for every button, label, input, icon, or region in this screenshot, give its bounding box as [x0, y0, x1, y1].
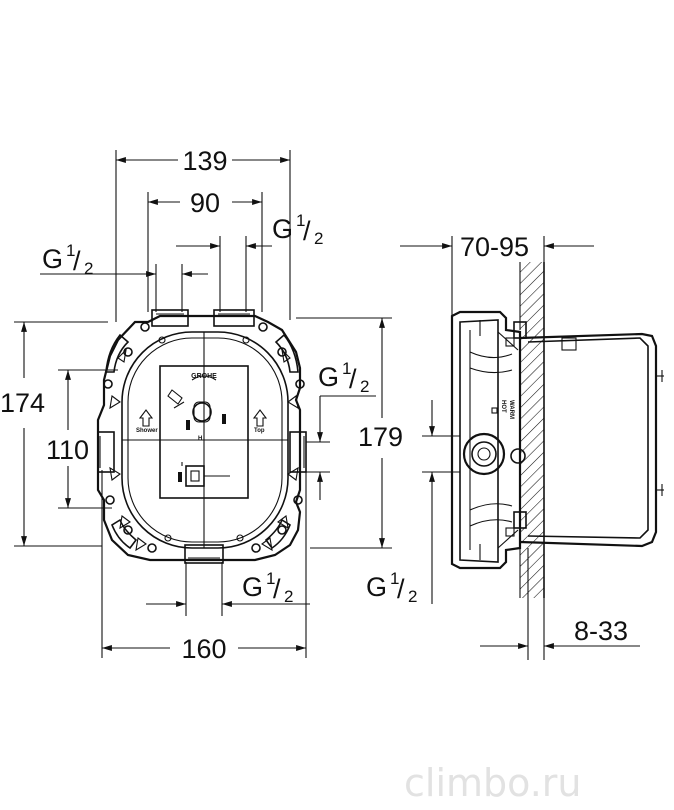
thread-label-bottom: G 1 / 2	[242, 569, 293, 606]
svg-text:/: /	[397, 574, 405, 604]
svg-text:/: /	[349, 364, 357, 394]
dim-side-wall: 8-33	[574, 616, 628, 646]
top-port-left	[151, 309, 189, 327]
dim-side-depth: 70-95	[460, 232, 529, 262]
svg-text:/: /	[273, 574, 281, 604]
svg-text:G: G	[366, 572, 387, 602]
dim-inner-width: 90	[190, 188, 220, 218]
left-port	[97, 431, 115, 473]
right-port	[289, 431, 307, 473]
svg-text:HOT: HOT	[500, 400, 506, 413]
svg-text:G: G	[242, 572, 263, 602]
front-view: GROHE H Shower Top	[96, 309, 307, 564]
svg-text:2: 2	[84, 259, 93, 278]
thread-label-right: G 1 / 2	[318, 359, 369, 396]
watermark: climbo.ru	[404, 761, 582, 805]
shower-arrow-icon	[138, 409, 154, 427]
svg-text:Top: Top	[254, 428, 265, 434]
svg-text:2: 2	[360, 377, 369, 396]
svg-text:2: 2	[284, 587, 293, 606]
svg-text:G: G	[318, 362, 339, 392]
thread-label-top-right: G 1 / 2	[272, 211, 323, 248]
side-dimensions: 70-95 G 1 / 2 8-33	[366, 232, 640, 660]
front-dimensions: 139 90 G 1 / 2 G 1 / 2	[0, 146, 403, 664]
dim-bottom-width: 160	[181, 634, 226, 664]
svg-text:1: 1	[266, 569, 275, 588]
top-port-right	[213, 309, 255, 327]
svg-text:WARM: WARM	[508, 400, 514, 419]
top-arrow-icon	[252, 409, 268, 427]
thread-label-top-left: G 1 / 2	[42, 241, 93, 278]
thread-label-side: G 1 / 2	[366, 569, 417, 606]
mounting-holes	[103, 322, 305, 553]
svg-text:/: /	[303, 216, 311, 246]
svg-text:G: G	[42, 244, 63, 274]
svg-text:2: 2	[314, 229, 323, 248]
dim-inner-height: 110	[46, 435, 89, 465]
label-panel	[159, 365, 249, 499]
svg-text:1: 1	[296, 211, 305, 230]
dim-left-height: 174	[0, 388, 45, 418]
svg-text:/: /	[73, 246, 81, 276]
wall-hatch	[520, 262, 544, 598]
dim-top-width: 139	[182, 146, 227, 176]
svg-text:2: 2	[408, 587, 417, 606]
bottom-port	[184, 544, 224, 564]
side-view: WARM HOT	[450, 262, 664, 598]
side-port	[462, 432, 506, 476]
svg-text:1: 1	[390, 569, 399, 588]
svg-text:G: G	[272, 214, 293, 244]
svg-text:H: H	[198, 436, 202, 442]
body-outline	[96, 314, 302, 562]
svg-text:1: 1	[342, 359, 351, 378]
svg-text:Shower: Shower	[136, 428, 158, 434]
dim-right-height: 179	[358, 422, 403, 452]
svg-text:1: 1	[66, 241, 75, 260]
